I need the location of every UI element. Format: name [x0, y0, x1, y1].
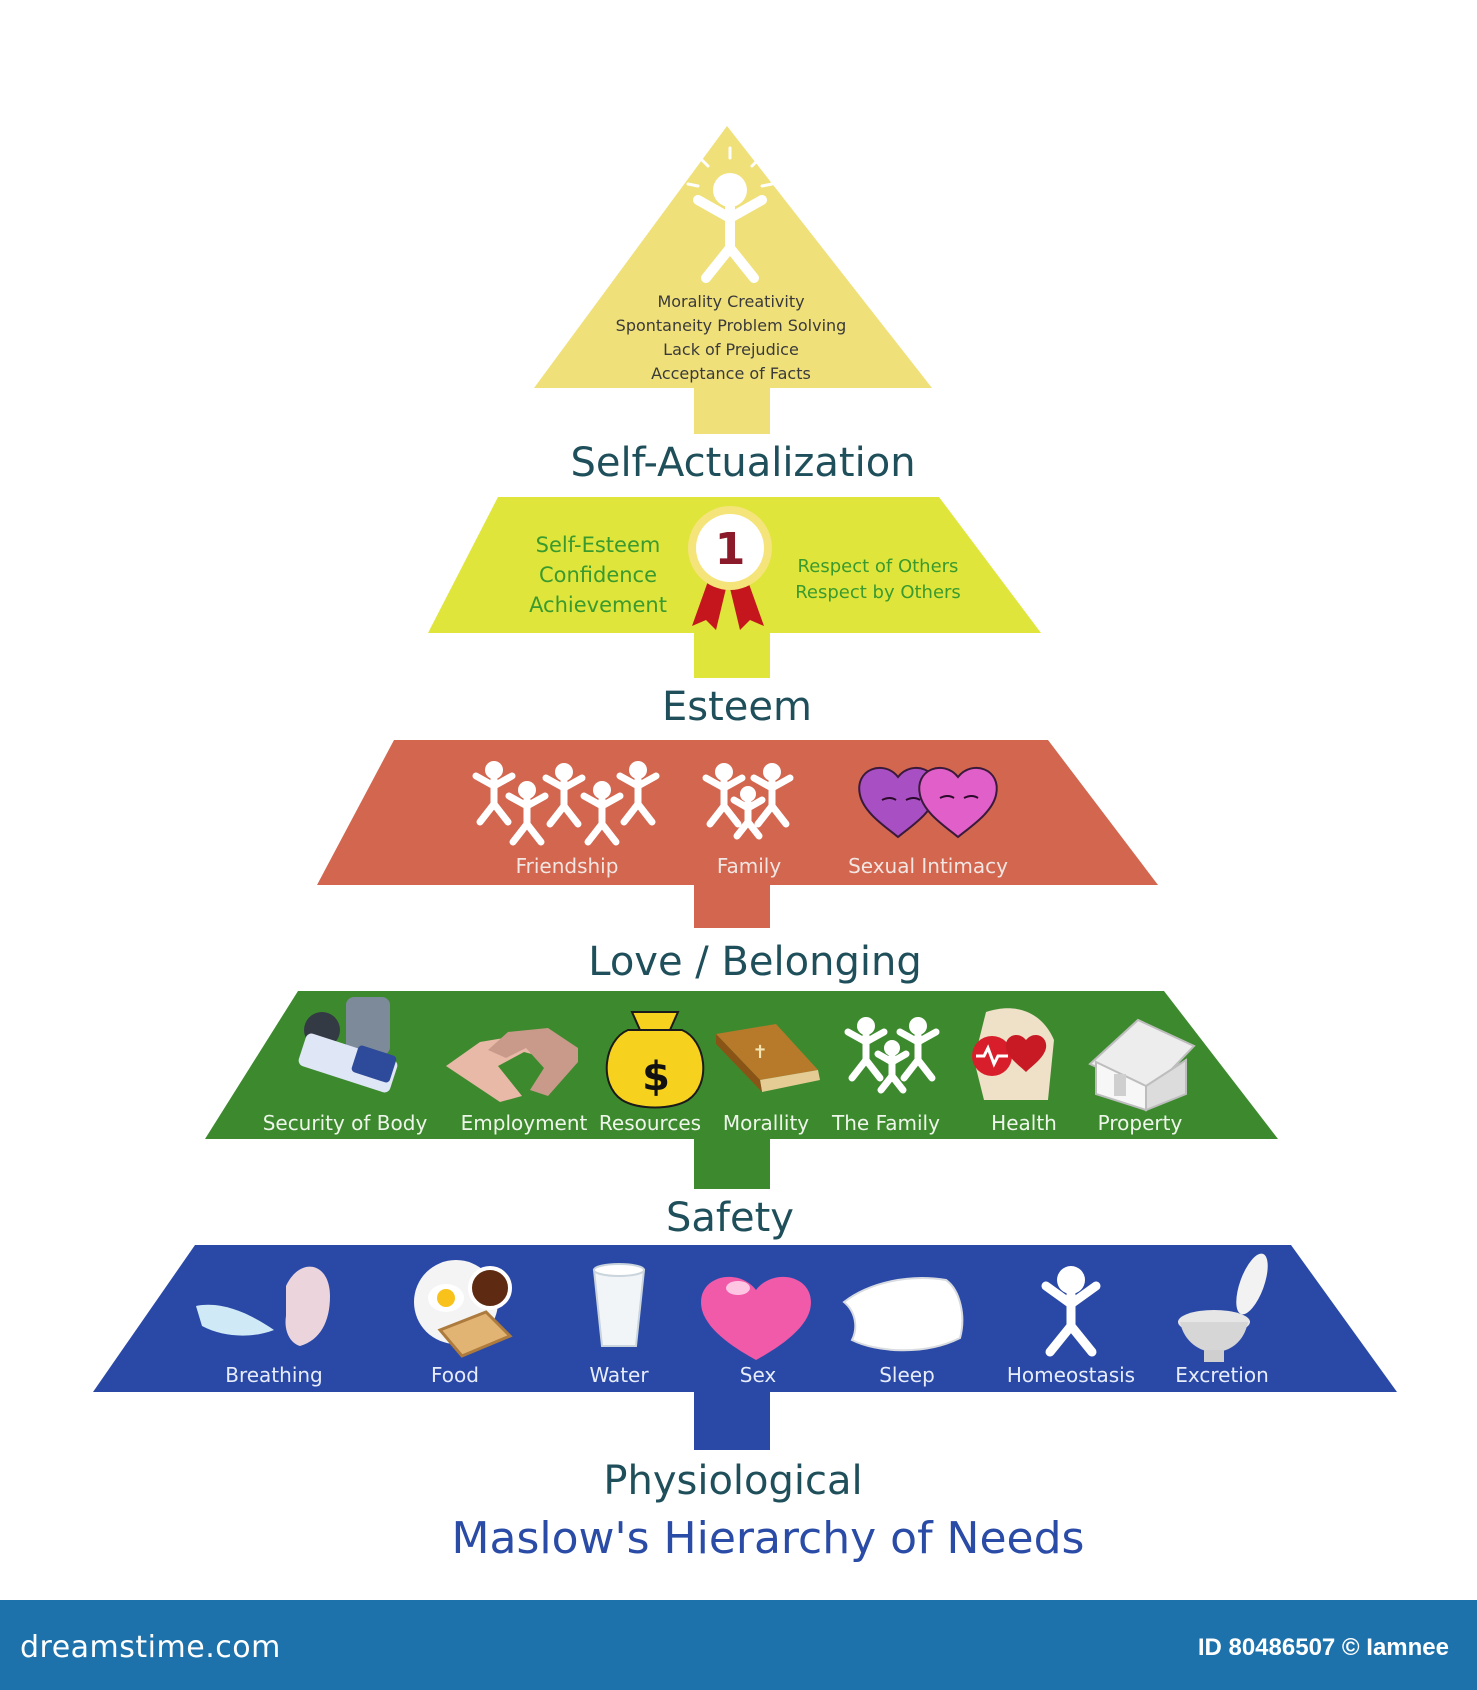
level-name-self-actualization: Self-Actualization — [570, 440, 915, 486]
love-item: Friendship — [516, 854, 619, 878]
esteem-left-item: Confidence — [539, 563, 657, 587]
love-belonging-tier: Friendship Family Sexual Intimacy — [317, 740, 1158, 928]
self-actualization-item: Acceptance of Facts — [651, 364, 811, 383]
safety-item: Property — [1098, 1111, 1183, 1135]
level-name-love: Love / Belonging — [588, 939, 921, 985]
safety-item: Health — [991, 1111, 1057, 1135]
esteem-left-item: Self-Esteem — [536, 533, 661, 557]
self-actualization-item: Lack of Prejudice — [663, 340, 799, 359]
physiological-item: Excretion — [1175, 1363, 1269, 1387]
safety-item: The Family — [831, 1111, 940, 1135]
level-name-safety: Safety — [666, 1195, 794, 1241]
water-glass-icon — [592, 1263, 646, 1347]
people-group-icon — [472, 761, 660, 846]
safety-item: Security of Body — [263, 1111, 428, 1135]
love-item: Family — [717, 854, 782, 878]
self-actualization-tier: Morality Creativity Spontaneity Problem … — [534, 126, 932, 434]
award-ribbon-icon: 1 — [688, 506, 772, 630]
person-glow-icon — [686, 146, 774, 283]
self-actualization-item: Spontaneity Problem Solving — [616, 316, 847, 335]
image-credit: ID 80486507 © Iamnee — [1197, 1634, 1449, 1661]
level-name-physiological: Physiological — [603, 1458, 862, 1504]
safety-tier: $ ✝ Security of Body — [205, 991, 1278, 1189]
money-bag-icon: $ — [605, 1011, 705, 1109]
brand-logo[interactable]: dreamstime.com — [20, 1630, 281, 1665]
heart-organ-icon — [972, 1008, 1054, 1100]
physiological-item: Food — [431, 1363, 479, 1387]
handshake-icon — [446, 1028, 578, 1102]
breakfast-icon — [414, 1260, 513, 1358]
svg-text:$: $ — [642, 1054, 670, 1100]
safety-item: Resources — [599, 1111, 701, 1135]
safety-item: Morallity — [723, 1111, 809, 1135]
physiological-item: Homeostasis — [1007, 1363, 1135, 1387]
physiological-item: Breathing — [225, 1363, 323, 1387]
love-item: Sexual Intimacy — [848, 854, 1008, 878]
family-icon — [844, 1017, 940, 1094]
esteem-right-item: Respect of Others — [798, 556, 959, 577]
pillow-icon — [842, 1277, 964, 1352]
physiological-tier: Breathing Food Water Sex Sleep Homeostas… — [93, 1245, 1397, 1450]
safety-item: Employment — [461, 1111, 588, 1135]
self-actualization-item: Morality Creativity — [657, 292, 804, 311]
breath-icon — [196, 1266, 330, 1346]
footer-bar: dreamstime.com ID 80486507 © Iamnee — [0, 1600, 1477, 1690]
physiological-item: Sleep — [879, 1363, 935, 1387]
hearts-icon — [858, 767, 998, 839]
family-icon — [702, 763, 794, 840]
physiological-item: Water — [589, 1363, 649, 1387]
diagram-title: Maslow's Hierarchy of Needs — [452, 1513, 1085, 1564]
bible-icon: ✝ — [716, 1024, 820, 1092]
badge-number: 1 — [715, 524, 746, 575]
house-icon — [1088, 1018, 1196, 1112]
person-icon — [1041, 1266, 1101, 1357]
heart-icon — [701, 1276, 811, 1360]
svg-text:✝: ✝ — [752, 1042, 767, 1063]
esteem-tier: Self-Esteem Confidence Achievement Respe… — [428, 497, 1041, 678]
physiological-item: Sex — [740, 1363, 777, 1387]
toilet-icon — [1178, 1253, 1268, 1362]
esteem-left-item: Achievement — [529, 593, 667, 617]
body-armor-icon — [298, 997, 398, 1093]
level-name-esteem: Esteem — [662, 684, 812, 730]
esteem-right-item: Respect by Others — [795, 582, 961, 603]
